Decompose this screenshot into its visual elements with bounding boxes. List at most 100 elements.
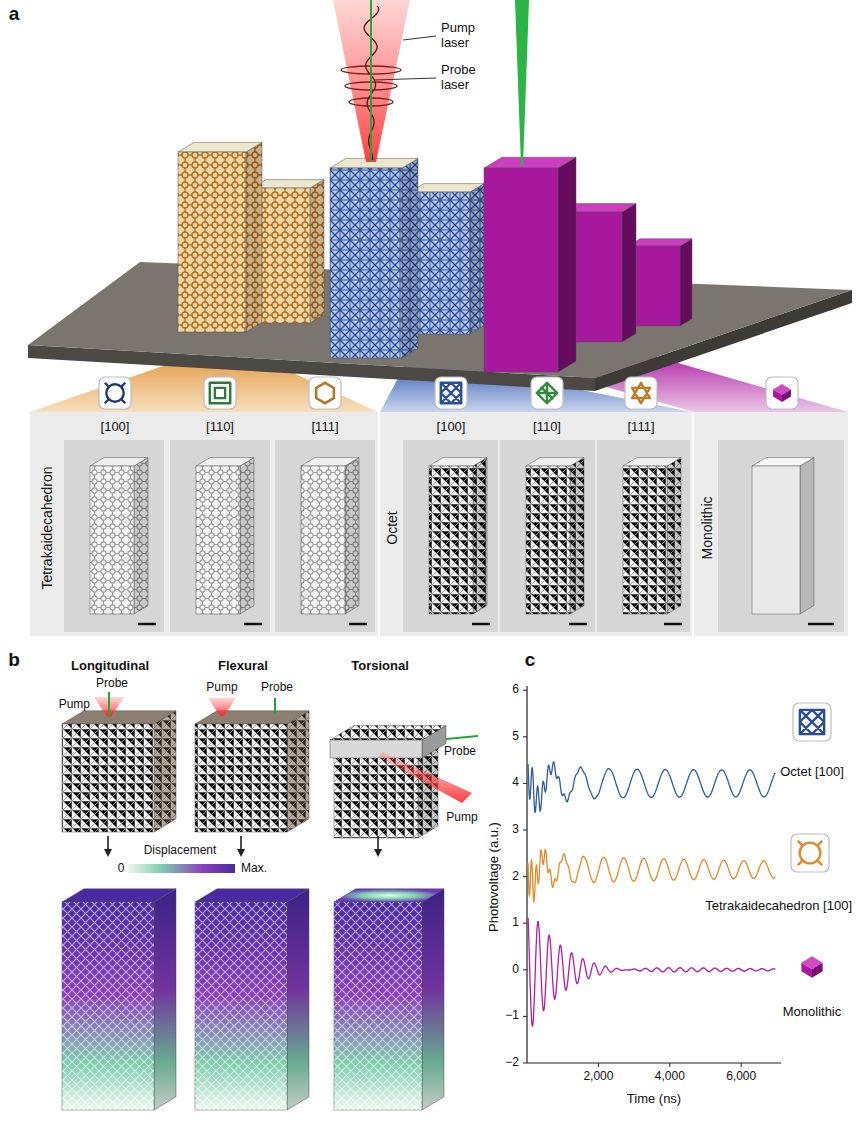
octet-pillar-front <box>410 192 470 334</box>
displacement-pillar-side <box>154 889 176 1110</box>
arrow-shaft <box>377 836 379 850</box>
tick-label: 3 <box>512 823 519 837</box>
arrow-head <box>374 849 382 857</box>
cube-icon-right <box>782 389 791 402</box>
scale-bar <box>138 623 156 626</box>
sem-pillar-top <box>526 458 584 466</box>
lattice-pillar-side <box>287 711 309 832</box>
octet-pillar-shade <box>402 158 418 358</box>
sem-pillar-side <box>570 458 584 614</box>
leader-line <box>374 78 436 80</box>
lattice-overlay <box>195 902 287 1110</box>
colour-bar-title: Displacement <box>144 844 217 858</box>
colour-bar-tick: 0 <box>118 862 125 876</box>
beam-label: Probe laser <box>441 63 485 93</box>
axis-title: Time (ns) <box>627 1092 681 1107</box>
scale-bar <box>472 623 490 626</box>
sem-pillar-front <box>301 466 345 614</box>
direction-label: [111] <box>312 420 339 435</box>
sem-pillar-front <box>90 466 134 614</box>
monolithic-pillar-shade <box>558 157 576 372</box>
scale-bar <box>808 623 834 626</box>
cube-icon-left <box>773 389 782 402</box>
tetrakaidecahedron-trace <box>528 850 775 902</box>
group-panel <box>30 412 378 636</box>
unit-cell-icon <box>766 377 798 409</box>
mode-title: Flexural <box>218 659 268 674</box>
tick <box>523 690 527 691</box>
side-tint <box>154 711 176 832</box>
sem-image <box>64 440 164 632</box>
beam-label: Pump <box>446 811 477 825</box>
cube-icon-right <box>812 963 823 978</box>
mode-title: Torsional <box>351 659 409 674</box>
tick <box>523 923 527 924</box>
lattice-name: Monolithic <box>699 496 715 559</box>
direction-label: [100] <box>437 420 466 435</box>
unit-cell-stroke <box>537 383 557 403</box>
lattice-pillar-side <box>154 711 176 832</box>
tick <box>669 1063 670 1067</box>
tetrakaidecahedron-pillar-shade <box>246 142 262 332</box>
lattice-overlay <box>62 902 154 1110</box>
lattice-pillar-front <box>62 724 154 832</box>
leader-line <box>403 36 436 40</box>
beam-label: Probe <box>96 677 128 691</box>
octet-trace <box>528 762 775 813</box>
pump-beam <box>333 0 410 162</box>
unit-cell-stroke <box>106 384 123 401</box>
displacement-pillar-side <box>287 889 309 1110</box>
scale-bar <box>244 623 262 626</box>
sem-pillar-top <box>623 458 681 466</box>
probe-beam <box>446 736 478 739</box>
tick-label: 6,000 <box>726 1070 756 1084</box>
beam-label: Pump laser <box>441 21 485 51</box>
tetrakaidecahedron-pillar-side <box>246 142 262 332</box>
displacement-pillar-side <box>422 889 444 1110</box>
octet-pillar-top <box>410 184 484 192</box>
displacement-pillar-front <box>195 902 287 1110</box>
mode-title: Longitudinal <box>71 659 149 674</box>
tick <box>741 1063 742 1067</box>
scale-bar <box>349 623 367 626</box>
monolithic-trace <box>528 918 775 1026</box>
beam-label: Pump <box>59 698 90 712</box>
tetrakaidecahedron-pillar-top <box>178 142 262 152</box>
sem-pillar-front <box>752 466 800 614</box>
direction-label: [111] <box>628 420 655 435</box>
tick-label: 1 <box>512 916 519 930</box>
panel-letter: c <box>525 649 536 671</box>
sem-pillar-side <box>345 458 359 614</box>
beam-label: Pump <box>206 681 237 695</box>
octet-pillar-front <box>330 168 402 358</box>
probe-beam <box>515 0 529 166</box>
unit-cell-icon <box>625 377 657 409</box>
tetrakaidecahedron-pillar-front <box>178 152 246 332</box>
direction-label: [100] <box>101 420 130 435</box>
probe-beam <box>108 692 110 717</box>
unit-cell-icon <box>791 834 829 872</box>
group-panel <box>380 412 692 636</box>
sem-pillar-top <box>429 458 487 466</box>
unit-cell-stroke <box>215 388 225 398</box>
displacement-pillar-shade <box>154 889 176 1110</box>
sem-pillar-shade <box>800 458 814 614</box>
unit-cell-icon <box>99 377 131 409</box>
sem-pillar-front <box>526 466 570 614</box>
unit-cell-stroke <box>798 841 822 865</box>
twist-top <box>334 889 444 902</box>
sem-pillar-side <box>473 458 487 614</box>
sem-image <box>275 440 375 632</box>
tick <box>523 1016 527 1017</box>
cube-icon-left <box>801 963 812 978</box>
pump-beam <box>378 752 472 803</box>
probe-beam <box>274 698 276 714</box>
scale-bar <box>569 623 587 626</box>
monolithic-pillar-side <box>680 239 692 326</box>
lattice-overlay <box>334 902 422 1110</box>
arrow-head <box>237 849 245 857</box>
unit-cell-icon <box>309 377 341 409</box>
unit-cell-stroke <box>800 843 821 864</box>
octet-pillar-shade <box>470 184 484 334</box>
tick-label: 4 <box>512 776 519 790</box>
